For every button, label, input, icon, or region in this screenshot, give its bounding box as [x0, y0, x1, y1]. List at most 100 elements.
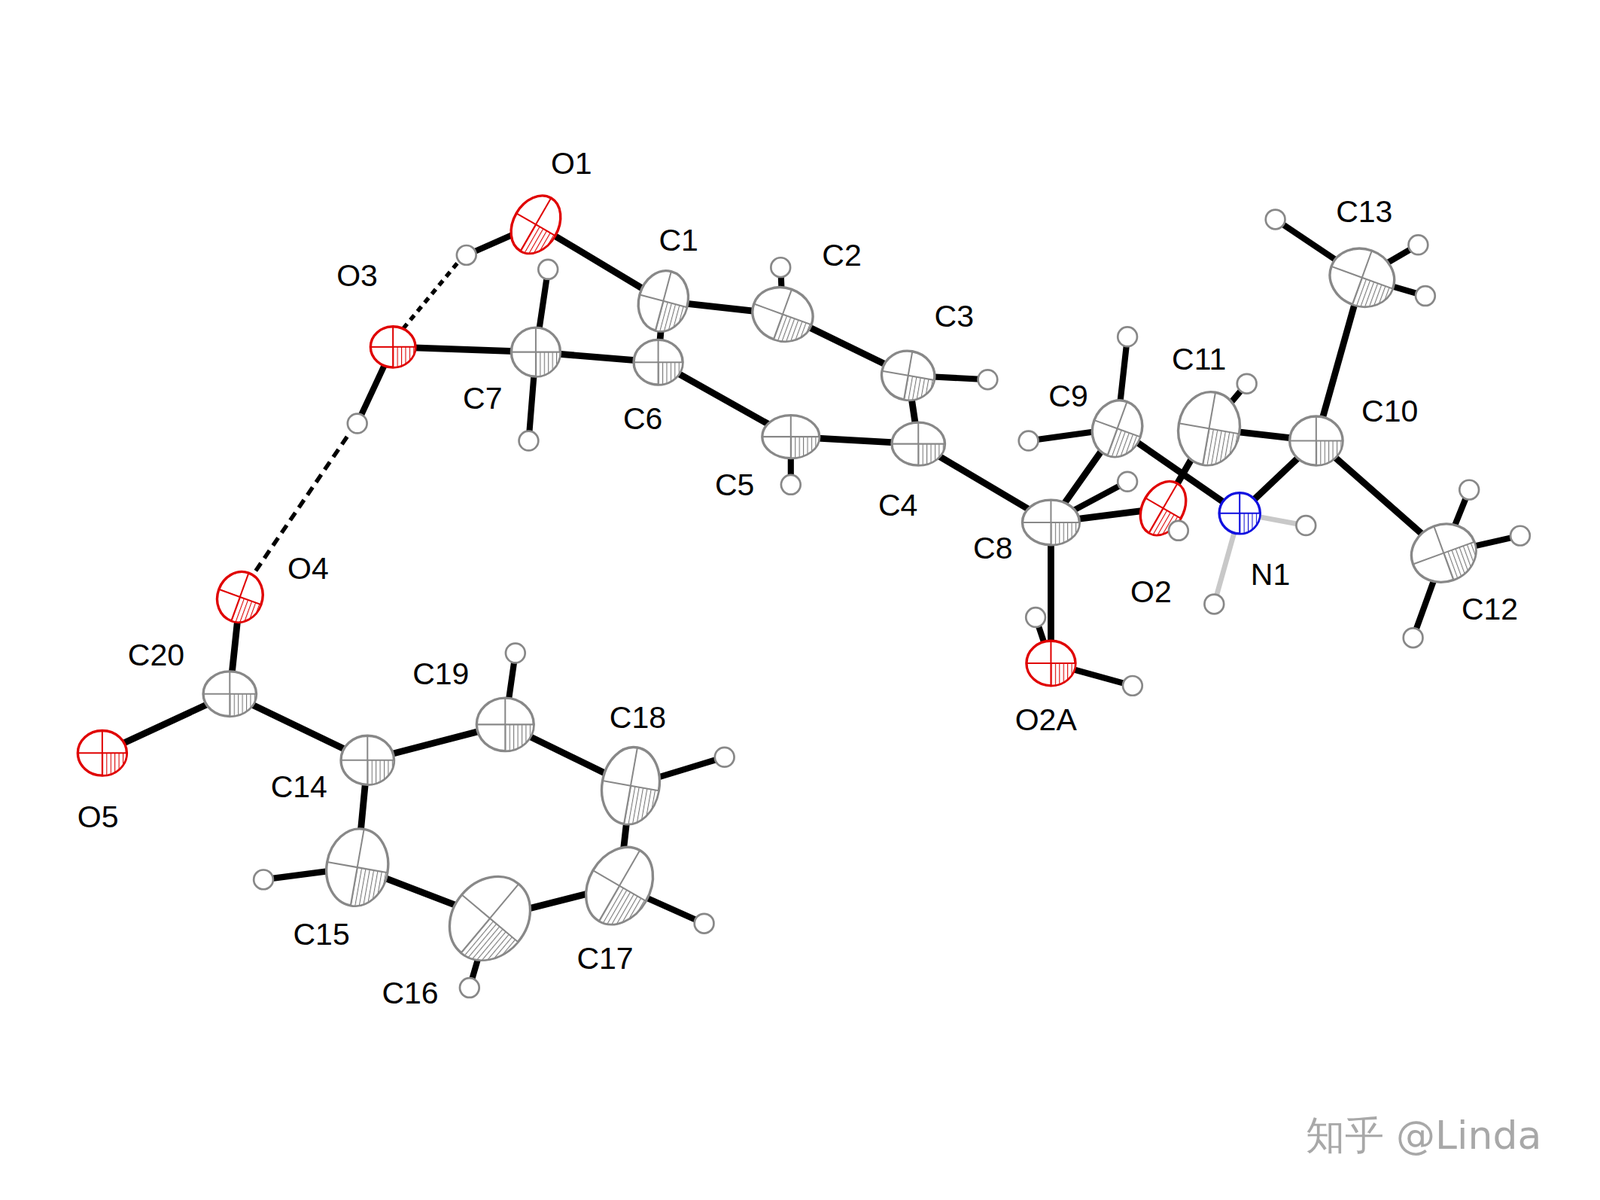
- atom-label: O1: [550, 147, 593, 179]
- ellipsoid-axis: [1026, 662, 1052, 664]
- hydrogen-atom: [1168, 520, 1189, 541]
- atom-label: O2A: [1015, 703, 1077, 735]
- ellipsoid-octant: [1316, 441, 1343, 466]
- ellipsoid-octant: [1107, 428, 1141, 464]
- ellipsoid-axis: [882, 371, 909, 376]
- hydrogen-atom: [505, 643, 526, 664]
- hydrogen-atom: [1122, 675, 1143, 696]
- ellipsoid-axis: [1022, 521, 1051, 524]
- atom-ellipsoid: [340, 735, 394, 785]
- atom-ellipsoid: [209, 565, 270, 629]
- ellipsoid-axis: [790, 415, 792, 437]
- ellipsoid-outline: [511, 327, 560, 377]
- atom-ellipsoid: [877, 346, 939, 405]
- ellipsoid-octant: [392, 346, 416, 368]
- hydrogen-atom: [253, 869, 274, 890]
- hydrogen-atom: [1117, 471, 1138, 492]
- ellipsoid-outline: [596, 742, 667, 829]
- atom-label: C13: [1335, 195, 1393, 227]
- ellipsoid-octant: [1239, 513, 1260, 534]
- ellipsoid-outline: [77, 730, 127, 776]
- ellipsoid-outline: [1022, 499, 1080, 545]
- watermark: 知乎 @Linda: [1305, 1115, 1543, 1155]
- ellipsoid-outline: [877, 346, 939, 405]
- ellipsoid-axis: [1209, 392, 1216, 429]
- ellipsoid-axis: [1049, 640, 1052, 664]
- hydrogen-atom: [1403, 627, 1424, 648]
- ellipsoid-axis: [366, 735, 369, 761]
- ellipsoid-outline: [370, 326, 416, 368]
- hydrogen-atom: [1408, 234, 1429, 255]
- ellipsoid-axis: [782, 288, 792, 314]
- hydrogen-atom: [1415, 285, 1436, 306]
- ellipsoid-axis: [392, 326, 394, 347]
- atom-ellipsoid: [370, 326, 416, 368]
- atom-label: C14: [270, 771, 328, 803]
- hydrogen-atom: [781, 474, 801, 495]
- hydrogen-atom: [1237, 374, 1257, 394]
- hydrogen-atom: [1510, 526, 1531, 546]
- ellipsoid-outline: [1172, 386, 1246, 470]
- ellipsoid-axis: [663, 271, 672, 302]
- ellipsoid-outline: [762, 415, 820, 459]
- ellipsoid-axis: [516, 212, 536, 225]
- hydrogen-atom: [1295, 515, 1316, 536]
- ellipsoid-outline: [1321, 239, 1403, 316]
- atom-label: C2: [821, 239, 861, 271]
- ellipsoid-octant: [1050, 663, 1076, 686]
- ellipsoid-axis: [476, 723, 505, 725]
- ellipsoid-axis: [219, 589, 241, 597]
- ellipsoid-octant: [367, 760, 394, 785]
- hydrogen-atom: [714, 747, 735, 767]
- ellipsoid-axis: [908, 351, 913, 376]
- atom-label: O4: [287, 553, 329, 585]
- ellipsoid-axis: [535, 327, 537, 353]
- atom-label: O5: [77, 800, 119, 832]
- ellipsoid-octant: [520, 224, 556, 262]
- ellipsoid-octant: [102, 752, 128, 776]
- ellipsoid-outline: [432, 860, 547, 977]
- ellipsoid-axis: [77, 751, 103, 754]
- ellipsoid-axis: [1362, 250, 1372, 278]
- atom-ellipsoid: [501, 186, 571, 262]
- ellipsoid-outline: [209, 565, 270, 629]
- ellipsoid-outline: [203, 671, 256, 717]
- hydrogen-atom: [538, 259, 558, 280]
- ellipsoid-axis: [1049, 499, 1052, 523]
- atom-label: N1: [1250, 559, 1290, 591]
- atom-ellipsoid: [1131, 473, 1196, 544]
- hydrogen-atom: [694, 913, 715, 934]
- ellipsoid-octant: [504, 723, 534, 751]
- ellipsoid-octant: [1050, 522, 1080, 545]
- ellipsoid-axis: [1117, 401, 1128, 429]
- hydrogen-atom: [978, 369, 998, 390]
- ellipsoid-axis: [462, 894, 490, 919]
- atom-label: C8: [973, 532, 1013, 564]
- atom-label: C1: [658, 224, 698, 256]
- ellipsoid-outline: [340, 735, 394, 785]
- ellipsoid-axis: [240, 572, 250, 597]
- atom-ellipsoid: [1084, 392, 1150, 464]
- ellipsoid-axis: [1331, 266, 1363, 278]
- hydrogen-atom: [1204, 594, 1224, 615]
- ellipsoid-outline: [476, 697, 534, 751]
- ellipsoid-outline: [501, 186, 571, 262]
- ellipsoid-axis: [619, 850, 640, 886]
- ellipsoid-octant: [918, 444, 945, 466]
- ellipsoid-axis: [1433, 526, 1444, 554]
- ellipsoid-axis: [1289, 440, 1317, 442]
- hydrogen-atom: [1025, 607, 1046, 627]
- ellipsoid-octant: [655, 301, 688, 338]
- atom-ellipsoid: [1172, 386, 1246, 470]
- ellipsoid-outline: [745, 278, 822, 350]
- ellipsoid-axis: [1163, 483, 1178, 508]
- ellipsoid-axis: [1178, 422, 1209, 429]
- atom-ellipsoid: [203, 671, 256, 717]
- ellipsoid-axis: [602, 780, 631, 786]
- ellipsoid-axis: [1315, 416, 1318, 442]
- ellipsoid-axis: [357, 828, 365, 867]
- ellipsoid-axis: [1094, 419, 1118, 429]
- ellipsoid-octant: [461, 918, 519, 977]
- atom-ellipsoid: [476, 697, 534, 751]
